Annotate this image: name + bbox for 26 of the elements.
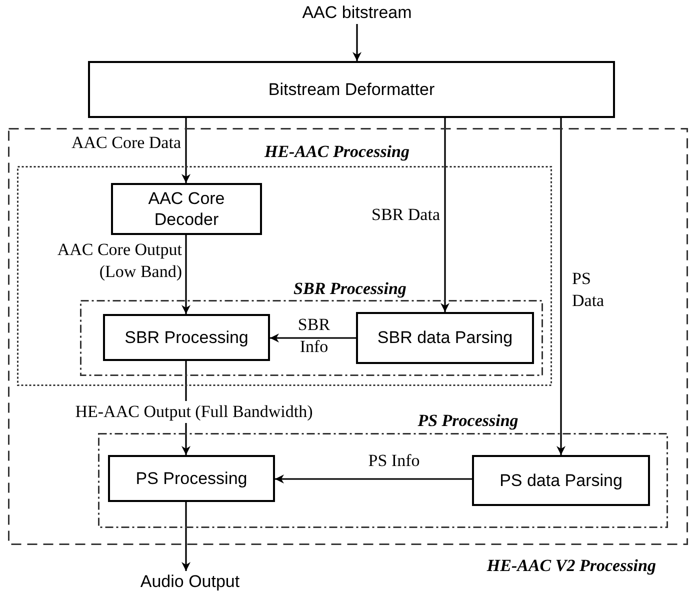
arrow [440,118,450,312]
arrow [556,118,566,455]
arrow [182,502,190,571]
arrow [352,24,362,61]
process-box: SBR data Parsing [356,312,534,364]
process-box: Bitstream Deformatter [88,61,615,118]
process-box: AAC Core Decoder [111,183,262,235]
arrow [270,334,356,342]
arrow [182,118,190,183]
edge-label: PS Data [572,268,606,312]
group-title: PS Processing [416,410,520,432]
arrow [182,235,190,314]
edge-label: SBR Info [296,314,332,358]
signal-label: Audio Output [130,571,250,593]
process-box: SBR Processing [103,314,270,361]
process-box: PS data Parsing [472,455,650,506]
edge-label: PS Info [367,450,421,472]
process-box: PS Processing [108,455,275,502]
edge-label: SBR Data [370,204,440,226]
group-title: HE-AAC V2 Processing [486,555,657,577]
edge-label: AAC Core Output (Low Band) [56,239,182,284]
group-title: HE-AAC Processing [263,141,410,163]
signal-label: AAC bitstream [297,2,417,24]
edge-label: AAC Core Data [70,132,181,154]
group-title: SBR Processing [292,278,408,300]
arrow [275,474,472,484]
